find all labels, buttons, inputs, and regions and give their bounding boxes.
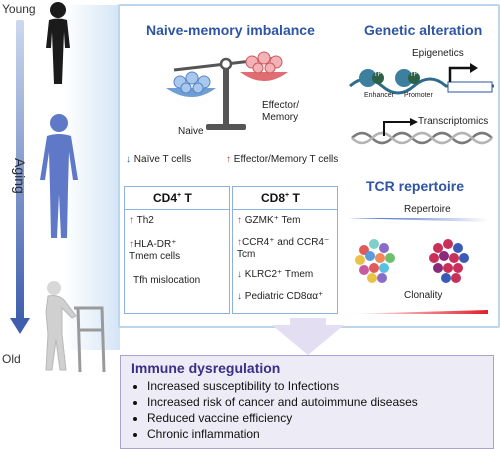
up-arrow-icon: ↑	[237, 215, 242, 226]
up-arrow-icon: ↑	[129, 239, 134, 250]
cd8-table: CD8+ T ↑ GZMK⁺ Tem ↑CCR4⁺ and CCR4⁻ Tcm …	[232, 186, 338, 314]
cd4-header: CD4+ T	[153, 191, 192, 205]
cd4-item: Tfh mislocation	[133, 275, 201, 286]
list-item: Increased susceptibility to Infections	[147, 378, 418, 394]
list-item: Increased risk of cancer and autoimmune …	[147, 394, 418, 410]
clonality-label: Clonality	[404, 290, 443, 301]
transcriptomics-label: Transcriptomics	[418, 116, 489, 127]
effector-change: ↑ Effector/Memory T cells	[226, 154, 338, 165]
list-item: Reduced vaccine efficiency	[147, 410, 418, 426]
epigenetics-label: Epigenetics	[412, 48, 464, 59]
aging-axis-label: Aging	[12, 158, 28, 194]
cd4-table: CD4+ T ↑ Th2 ↑HLA-DR⁺ Tmem cells Tfh mis…	[124, 186, 230, 314]
tcr-repertoire-title: TCR repertoire	[366, 178, 465, 194]
cd8-header: CD8+ T	[261, 191, 300, 205]
down-arrow-icon: ↓	[126, 154, 131, 165]
up-arrow-icon: ↑	[226, 154, 231, 165]
balance-scale-icon	[166, 51, 288, 130]
tf-label: TF	[410, 72, 418, 78]
naive-change-text: Naïve T cells	[133, 154, 192, 165]
transcriptomics-dna-icon	[351, 118, 493, 145]
cd8-item: ↓ Pediatric CD8αα⁺	[237, 291, 324, 302]
cd8-item: ↓ KLRC2⁺ Tmem	[237, 269, 314, 280]
enhancer-label: Enhancer	[364, 92, 394, 99]
epigenetics-dna-icon	[349, 63, 494, 95]
tf-label: TF	[374, 72, 382, 78]
down-arrow-icon: ↓	[237, 269, 242, 280]
cd4-item: ↑HLA-DR⁺ Tmem cells	[129, 239, 181, 262]
genetic-alteration-title: Genetic alteration	[364, 22, 483, 38]
cd8-header-divider	[233, 209, 337, 210]
transition-arrow-head	[272, 325, 344, 355]
cd8-item: ↑CCR4⁺ and CCR4⁻ Tcm	[237, 237, 330, 260]
naive-label: Naive	[178, 126, 204, 137]
immune-dysregulation-title: Immune dysregulation	[131, 360, 281, 376]
adult-figure-icon	[40, 114, 78, 238]
promoter-label: Promoter	[404, 92, 433, 99]
immune-dysregulation-box: Immune dysregulation Increased susceptib…	[120, 355, 494, 449]
up-arrow-icon: ↑	[237, 237, 242, 248]
aging-arrow-head	[10, 318, 30, 334]
repertoire-label: Repertoire	[404, 204, 451, 215]
list-item: Chronic inflammation	[147, 426, 418, 442]
dysregulation-list: Increased susceptibility to Infections I…	[131, 378, 418, 442]
naive-change: ↓ Naïve T cells	[126, 154, 191, 165]
aging-arrow-shaft	[16, 20, 24, 320]
young-label: Young	[2, 2, 36, 16]
effector-memory-label: Effector/ Memory	[262, 100, 300, 123]
effector-change-text: Effector/Memory T cells	[233, 154, 339, 165]
old-label: Old	[2, 352, 21, 366]
cd4-item: ↑ Th2	[129, 215, 154, 226]
transition-arrow-stem	[290, 318, 326, 328]
elderly-figure-icon	[45, 281, 106, 373]
cd4-header-divider	[125, 209, 229, 210]
tcr-repertoire-graphic	[348, 218, 488, 314]
mechanism-panel: Naive-memory imbalance Naive Effector/ M…	[118, 4, 500, 328]
naive-memory-title: Naive-memory imbalance	[146, 22, 315, 38]
child-figure-icon	[46, 2, 70, 84]
cd8-item: ↑ GZMK⁺ Tem	[237, 215, 301, 226]
up-arrow-icon: ↑	[129, 215, 134, 226]
down-arrow-icon: ↓	[237, 291, 242, 302]
